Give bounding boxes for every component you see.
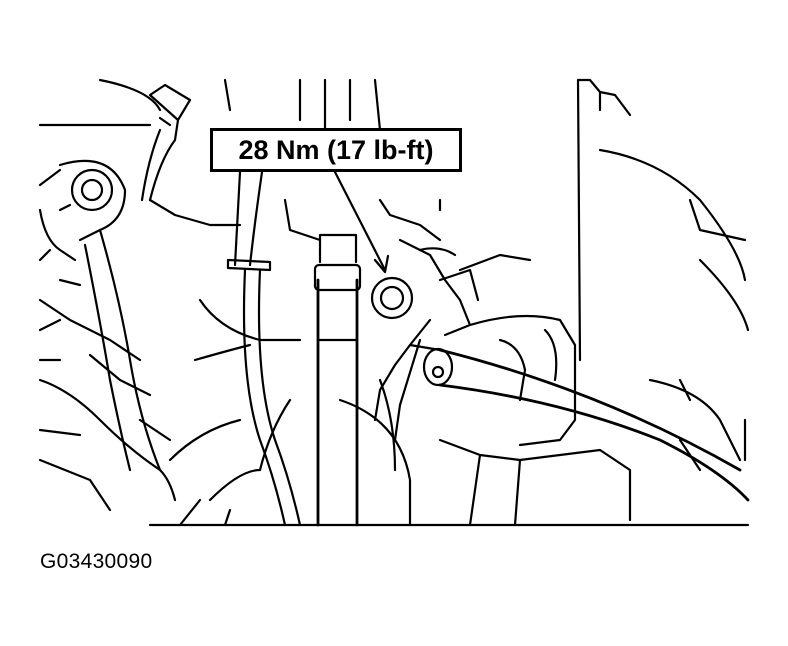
caliper-lower xyxy=(438,438,632,527)
hose-crimp-fitting xyxy=(313,263,362,292)
caliper-mount xyxy=(373,318,442,442)
caliper-piston-area xyxy=(498,328,558,402)
parking-cable-lower xyxy=(242,268,302,527)
torque-callout: 28 Nm (17 lb-ft) xyxy=(210,128,462,172)
left-cable xyxy=(83,228,162,472)
rotor-hub xyxy=(168,378,412,527)
rotor-lower xyxy=(178,498,232,527)
brake-line-fitting-hole xyxy=(431,365,445,379)
callout-leader xyxy=(333,170,387,272)
upper-mid-detail xyxy=(148,198,442,242)
parking-cable xyxy=(233,170,264,267)
caliper-body xyxy=(398,238,577,447)
right-housing xyxy=(598,148,750,462)
mid-contours xyxy=(138,247,532,442)
torque-callout-text: 28 Nm (17 lb-ft) xyxy=(238,134,434,165)
top-hose-fitting xyxy=(148,83,192,142)
left-housing-lower xyxy=(38,378,177,512)
top-left-bracket xyxy=(38,123,152,187)
banjo-bolt xyxy=(370,276,414,320)
banjo-bolt-inner xyxy=(379,285,405,311)
upper-left-contour xyxy=(38,208,77,262)
parking-cable-guide xyxy=(226,258,272,272)
left-bracket xyxy=(58,159,127,242)
top-right-panel xyxy=(576,78,632,362)
hose-collar xyxy=(316,233,359,342)
central-hose xyxy=(316,278,359,527)
leader-arrowhead xyxy=(373,254,390,274)
left-mount-bolt xyxy=(70,168,114,212)
figure-id: G03430090 xyxy=(40,550,153,573)
small-detail-left xyxy=(38,248,82,362)
top-hose xyxy=(140,128,177,202)
upper-body-outline xyxy=(98,78,382,132)
left-lower-bracket xyxy=(38,298,152,397)
brake-line-right xyxy=(438,348,750,502)
right-lower-housing xyxy=(648,378,742,472)
left-mount-bolt-inner xyxy=(80,178,104,202)
